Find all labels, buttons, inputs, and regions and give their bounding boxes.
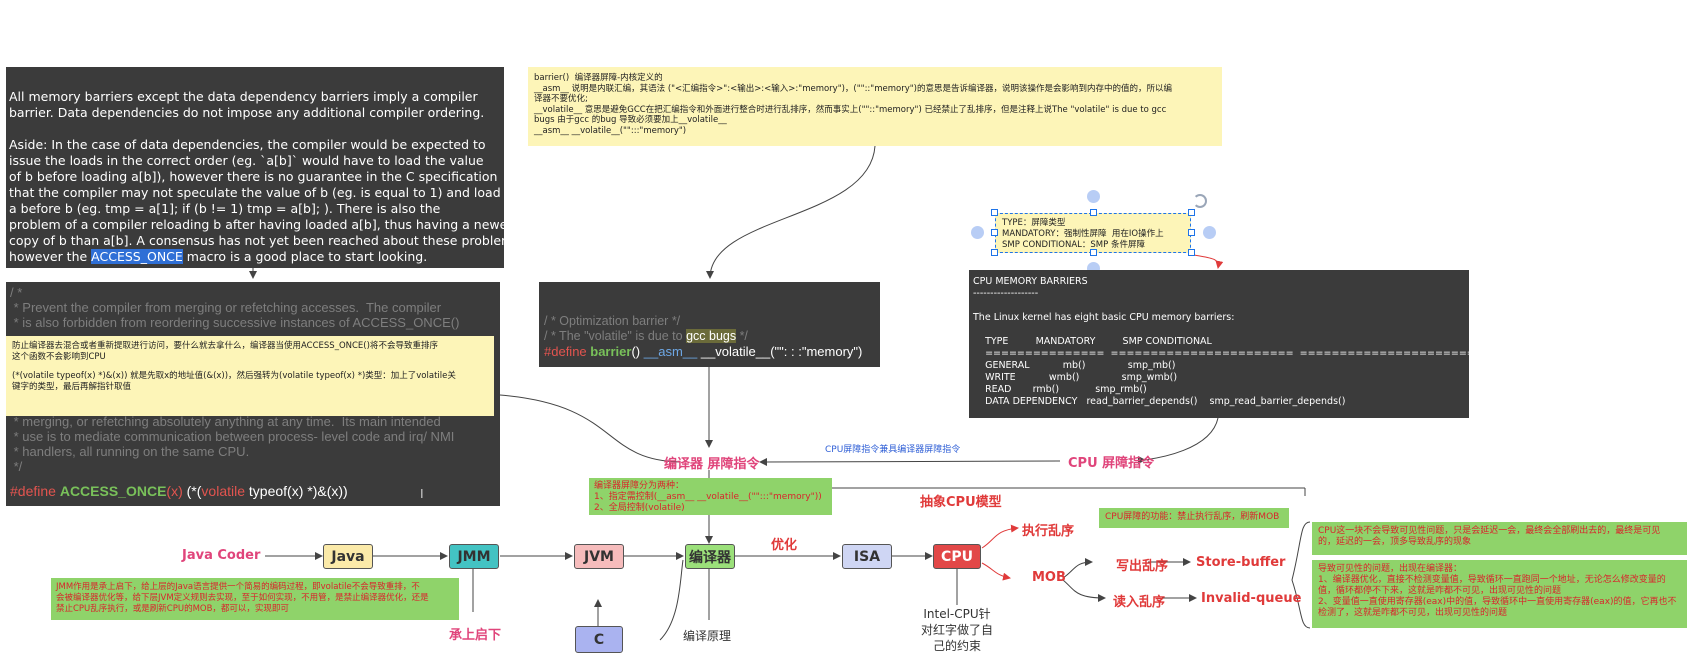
left-text-block: All memory barriers except the data depe… [6, 67, 524, 268]
store-buffer-label: Store-buffer [1196, 555, 1286, 570]
left-text-p2b: macro is a good place to start looking. [182, 249, 428, 264]
code-block-barrier[interactable]: / * Optimization barrier */ / * The "vol… [539, 282, 880, 367]
code-mid-rest: __volatile__("": : :"memory") [697, 344, 863, 359]
resize-handle-br[interactable] [1188, 249, 1195, 256]
cpu-node[interactable]: CPU [933, 544, 981, 569]
read-reorder-label: 读入乱序 [1113, 595, 1166, 610]
text-cursor-icon: I [420, 486, 424, 501]
connect-point-left[interactable] [971, 226, 984, 239]
code-mid-define-kw: #define [544, 344, 591, 359]
resize-handle-mr[interactable] [1188, 229, 1195, 236]
mob-label: MOB [1032, 570, 1066, 585]
note-type[interactable]: TYPE：屏障类型 MANDATORY：强制性屏障 用在IO操作上 SMP CO… [995, 213, 1191, 253]
code-paren: (*( [182, 483, 202, 499]
left-text-p2: Aside: In the case of data dependencies,… [9, 137, 524, 265]
code-mid-paren: () [631, 344, 644, 359]
resize-handle-bm[interactable] [1090, 249, 1097, 256]
code-macro-arg: (x) [166, 483, 183, 499]
code-volatile-keyword: volatile [201, 483, 246, 499]
resize-handle-tr[interactable] [1188, 209, 1195, 216]
c-node[interactable]: C [575, 626, 623, 653]
exec-reorder-label: 执行乱序 [1022, 524, 1075, 539]
code-rest: typeof(x) *)&(x)) [245, 483, 348, 499]
note-access-once[interactable]: 防止编译器去混合或者重新提取进行访问，要什么就去拿什么，编译器当使用ACCESS… [6, 336, 494, 416]
code-define-line: #define ACCESS_ONCE(x) (*(volatile typeo… [10, 484, 348, 499]
note-jmm[interactable]: JMM作用是承上启下，给上层的Java语言提供一个简易的编码过程，即volati… [51, 578, 459, 620]
write-reorder-label: 写出乱序 [1116, 559, 1169, 574]
cpu-link-label: CPU屏障指令兼具编译器屏障指令 [825, 445, 961, 455]
code-comment-bottom: * merging, or refetching absolutely anyt… [13, 414, 455, 474]
java-node[interactable]: Java [323, 544, 373, 569]
compiler-node[interactable]: 编译器 [685, 544, 735, 569]
compiler-barrier-label: 编译器 屏障指令 [664, 457, 760, 472]
abstract-cpu-label: 抽象CPU模型 [920, 495, 1002, 510]
note-cpu-visibility[interactable]: CPU这一块不会导致可见性问题，只是会延迟一会，最终会全部刷出去的，最终是可见 … [1312, 522, 1687, 555]
invalid-queue-label: Invalid-queue [1201, 591, 1302, 606]
note-cpu-function[interactable]: CPU屏障的功能：禁止执行乱序，刷新MOB [1099, 508, 1289, 528]
resize-handle-ml[interactable] [991, 229, 998, 236]
resize-handle-tm[interactable] [1090, 209, 1097, 216]
note-access-once-line1: 防止编译器去混合或者重新提取进行访问，要什么就去拿什么，编译器当使用ACCESS… [12, 341, 438, 362]
note-access-once-line2: (*(volatile typeof(x) *)&(x)) 就是先取x的地址值(… [12, 371, 456, 392]
access-once-highlight[interactable]: ACCESS_ONCE [91, 249, 183, 264]
code-mid-c2b: */ [736, 329, 748, 343]
java-coder-label: Java Coder [182, 548, 261, 563]
code-macro-name: ACCESS_ONCE [59, 483, 167, 499]
note-barrier[interactable]: barrier() 编译器屏障-内核定义的 __asm__ 说明是内联汇编，其语… [528, 67, 1222, 146]
resize-handle-tl[interactable] [991, 209, 998, 216]
code-mid-c2a: / * The "volatile" is due to [544, 329, 687, 343]
note-compiler-visibility[interactable]: 导致可见性的问题，出现在编译器： 1、编译器优化，直接不检测变量值，导致循环一直… [1312, 560, 1687, 628]
jvm-node[interactable]: JVM [574, 544, 624, 569]
isa-node[interactable]: ISA [842, 544, 892, 569]
code-comment-top: / * * Prevent the compiler from merging … [10, 285, 460, 330]
code-mid-define: #define barrier() __asm__ __volatile__("… [544, 344, 875, 359]
cpu-barrier-label: CPU 屏障指令 [1068, 456, 1155, 471]
connect-point-top[interactable] [1087, 190, 1100, 203]
code-mid-asm: __asm__ [643, 344, 698, 359]
intel-cpu-note: Intel-CPU针 对红字做了自 己的约束 [921, 607, 994, 653]
rotate-icon[interactable] [1193, 194, 1207, 208]
optimize-label: 优化 [771, 538, 798, 553]
code-mid-comment2: / * The "volatile" is due to gcc bugs */ [544, 329, 875, 344]
code-define-keyword: #define [10, 483, 60, 499]
connect-point-right[interactable] [1203, 226, 1216, 239]
left-text-p2a: Aside: In the case of data dependencies,… [9, 137, 524, 264]
code-mid-comment1: / * Optimization barrier */ [544, 314, 681, 328]
resize-handle-bl[interactable] [991, 249, 998, 256]
compile-principle-label: 编译原理 [683, 629, 732, 643]
up-down-label: 承上启下 [449, 628, 502, 643]
note-compiler-barrier-types[interactable]: 编译器屏障分为两种： 1、指定需控制(__asm__ __volatile__(… [589, 478, 832, 515]
left-text-p1: All memory barriers except the data depe… [9, 89, 485, 120]
cpu-memory-barriers-box[interactable]: CPU MEMORY BARRIERS ------------------- … [969, 270, 1515, 418]
code-mid-barrier-name: barrier [590, 344, 632, 359]
gcc-bugs-highlight: gcc bugs [686, 329, 737, 343]
jmm-node[interactable]: JMM [449, 544, 499, 569]
